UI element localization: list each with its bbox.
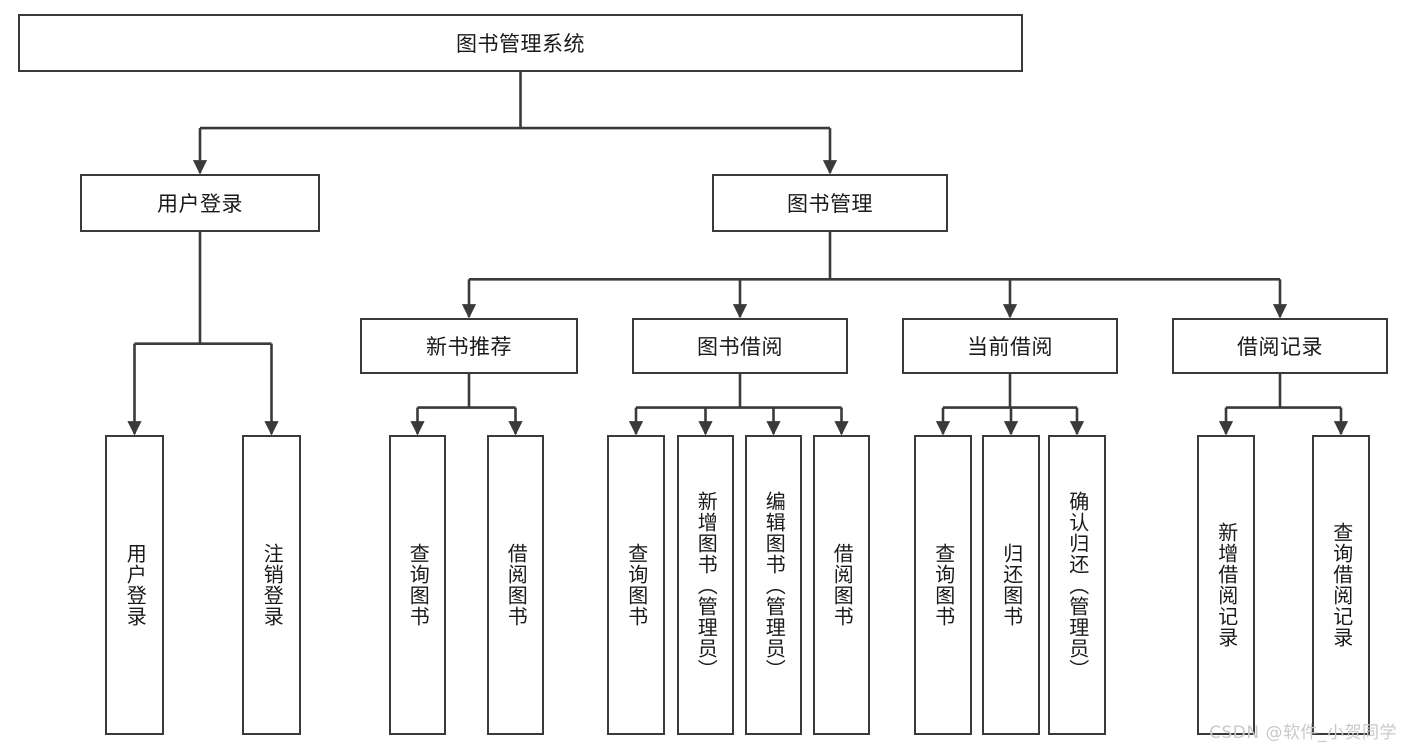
node-label: 注销登录 — [260, 543, 285, 627]
node-label: 确认归还（管理员） — [1065, 490, 1090, 680]
node-l-bk-add[interactable]: 新增图书（管理员） — [677, 435, 734, 735]
node-l-bk-edit[interactable]: 编辑图书（管理员） — [745, 435, 802, 735]
node-l-login[interactable]: 用户登录 — [105, 435, 164, 735]
node-label: 用户登录 — [157, 192, 243, 216]
node-label: 新书推荐 — [426, 335, 512, 359]
node-l-logout[interactable]: 注销登录 — [242, 435, 301, 735]
node-label: 查询图书 — [931, 543, 956, 627]
node-label: 新增借阅记录 — [1214, 522, 1239, 648]
node-label: 借阅图书 — [504, 543, 529, 627]
node-label: 借阅图书 — [830, 543, 855, 627]
node-login[interactable]: 用户登录 — [80, 174, 320, 232]
node-label: 新增图书（管理员） — [694, 490, 719, 680]
node-l-bk-query[interactable]: 查询图书 — [607, 435, 665, 735]
node-label: 图书管理系统 — [456, 32, 585, 56]
node-label: 查询图书 — [624, 543, 649, 627]
csdn-watermark: CSDN @软件_小贺同学 — [1209, 723, 1397, 743]
node-label: 图书借阅 — [697, 335, 783, 359]
node-root[interactable]: 图书管理系统 — [18, 14, 1023, 72]
node-borrow[interactable]: 图书借阅 — [632, 318, 848, 374]
node-l-cur-conf[interactable]: 确认归还（管理员） — [1048, 435, 1106, 735]
node-label: 查询借阅记录 — [1329, 522, 1354, 648]
node-records[interactable]: 借阅记录 — [1172, 318, 1388, 374]
node-label: 查询图书 — [406, 543, 431, 627]
node-l-cur-query[interactable]: 查询图书 — [914, 435, 972, 735]
node-l-rec-query[interactable]: 查询借阅记录 — [1312, 435, 1370, 735]
node-current[interactable]: 当前借阅 — [902, 318, 1118, 374]
node-l-bk-borrow[interactable]: 借阅图书 — [813, 435, 870, 735]
node-l-cur-ret[interactable]: 归还图书 — [982, 435, 1040, 735]
node-label: 归还图书 — [999, 543, 1024, 627]
node-label: 当前借阅 — [967, 335, 1053, 359]
node-label: 用户登录 — [123, 543, 148, 627]
node-l-rec-add[interactable]: 新增借阅记录 — [1197, 435, 1255, 735]
node-l-nb-borrow[interactable]: 借阅图书 — [487, 435, 544, 735]
node-label: 图书管理 — [787, 192, 873, 216]
node-newbook[interactable]: 新书推荐 — [360, 318, 578, 374]
node-label: 借阅记录 — [1237, 335, 1323, 359]
node-label: 编辑图书（管理员） — [762, 490, 787, 680]
node-bookmgmt[interactable]: 图书管理 — [712, 174, 948, 232]
node-l-nb-query[interactable]: 查询图书 — [389, 435, 446, 735]
